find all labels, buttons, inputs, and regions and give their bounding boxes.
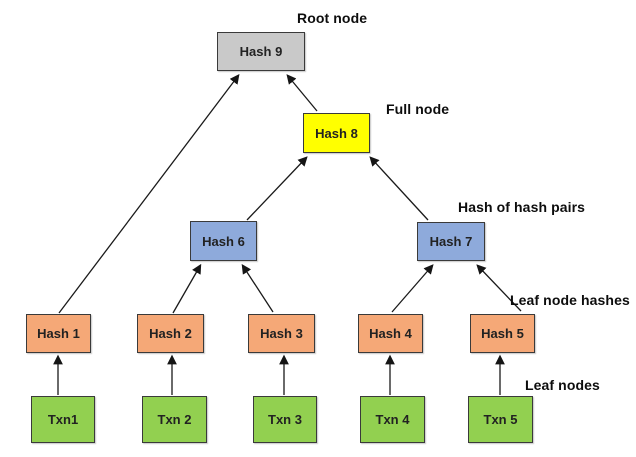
node-hash3: Hash 3 [248, 314, 315, 353]
node-txn5: Txn 5 [468, 396, 533, 443]
node-hash8: Hash 8 [303, 113, 370, 153]
hash-of-hash-pairs-label: Hash of hash pairs [458, 199, 586, 215]
arrow-hash4-to-hash7 [391, 264, 434, 313]
node-txn2: Txn 2 [142, 396, 207, 443]
leaf-node-hashes-label: Leaf node hashes [510, 292, 630, 308]
node-hash7: Hash 7 [417, 222, 485, 261]
node-txn3: Txn 3 [253, 396, 317, 443]
leaf-nodes-label: Leaf nodes [525, 377, 600, 393]
root-node-label: Root node [297, 10, 368, 26]
node-txn4: Txn 4 [360, 396, 425, 443]
node-hash9: Hash 9 [217, 32, 305, 71]
arrow-hash5-to-hash7 [476, 264, 522, 312]
node-txn1: Txn1 [31, 396, 95, 443]
arrow-hash6-to-hash8 [246, 156, 308, 221]
node-hash2: Hash 2 [137, 314, 204, 353]
node-hash1: Hash 1 [26, 314, 91, 353]
full-node-label: Full node [386, 101, 450, 117]
node-hash4: Hash 4 [358, 314, 423, 353]
arrow-hash3-to-hash6 [241, 263, 274, 313]
arrow-hash1-to-hash9 [58, 74, 240, 314]
arrow-hash7-to-hash8 [369, 156, 429, 221]
arrow-hash8-to-hash9 [286, 74, 318, 112]
arrow-hash2-to-hash6 [172, 263, 202, 314]
node-hash5: Hash 5 [470, 314, 535, 353]
node-hash6: Hash 6 [190, 221, 257, 261]
